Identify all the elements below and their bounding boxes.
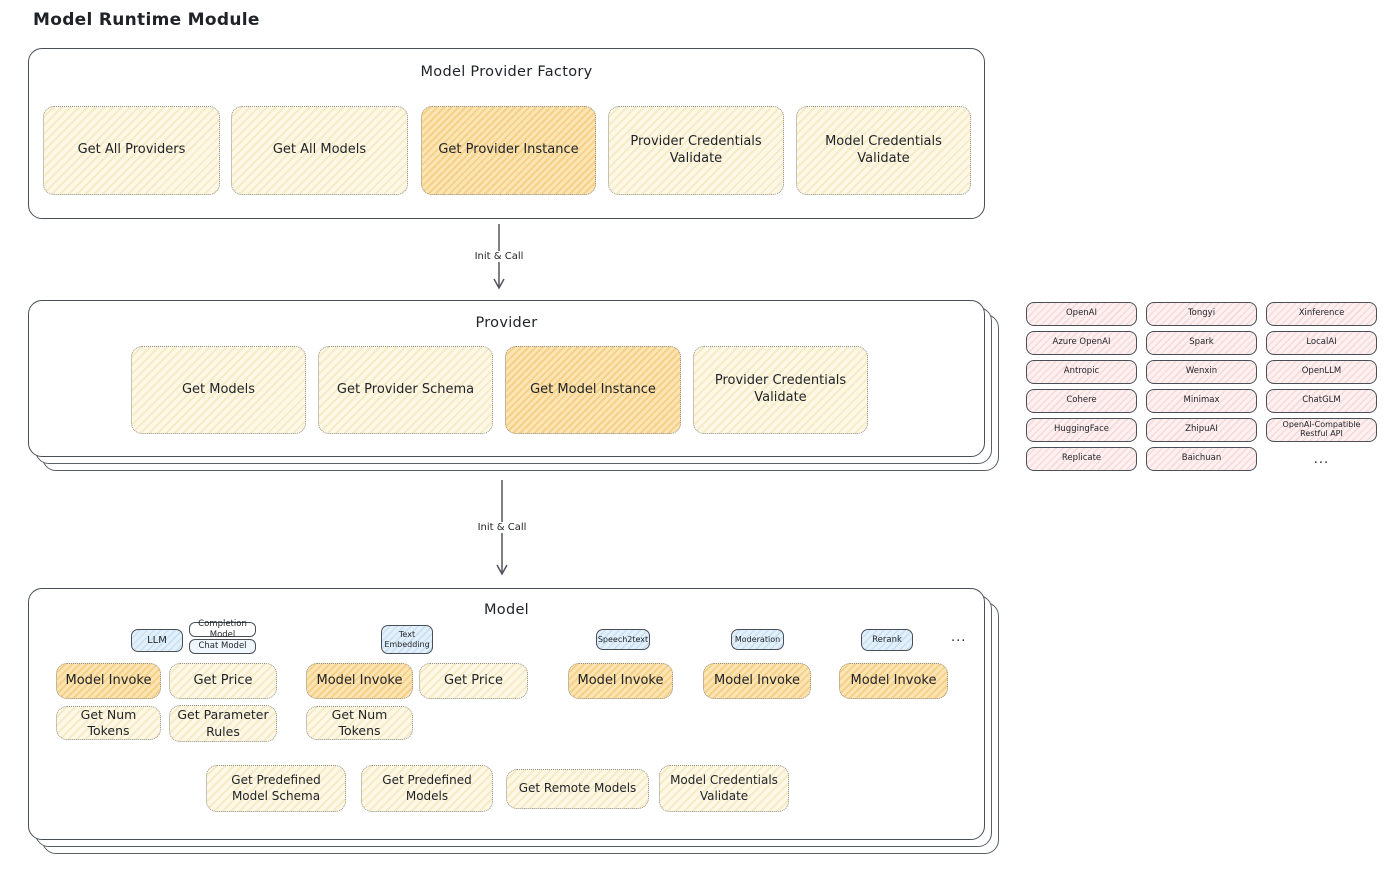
text-embedding-get-price-box: Get Price xyxy=(419,663,528,699)
rerank-model-invoke-box: Model Invoke xyxy=(839,663,948,699)
factory-box-get-all-providers: Get All Providers xyxy=(43,106,220,195)
provider-chip-zhipuai: ZhipuAI xyxy=(1146,418,1257,442)
provider-title: Provider xyxy=(475,315,538,331)
get-remote-models-box: Get Remote Models xyxy=(506,769,649,809)
model-credentials-validate-box: Model Credentials Validate xyxy=(659,765,789,812)
provider-chip-huggingface: HuggingFace xyxy=(1026,418,1137,442)
provider-chip-localai: LocalAI xyxy=(1266,331,1377,355)
provider-chip-cohere: Cohere xyxy=(1026,389,1137,413)
factory-container: Model Provider Factory Get All Providers… xyxy=(28,48,985,219)
factory-box-provider-credentials-validate: Provider Credentials Validate xyxy=(608,106,784,195)
provider-chip-openai: OpenAI xyxy=(1026,302,1137,326)
factory-box-model-credentials-validate: Model Credentials Validate xyxy=(796,106,971,195)
tab-moderation: Moderation xyxy=(731,629,784,650)
factory-title: Model Provider Factory xyxy=(420,64,593,80)
text-embedding-get-num-tokens-box: Get Num Tokens xyxy=(306,706,413,740)
provider-box-get-models: Get Models xyxy=(131,346,306,434)
page-title: Model Runtime Module xyxy=(33,10,260,30)
provider-box-get-model-instance: Get Model Instance xyxy=(505,346,681,434)
tab-rerank: Rerank xyxy=(861,629,913,651)
arrow2-label: Init & Call xyxy=(473,522,531,533)
provider-chip-antropic: Antropic xyxy=(1026,360,1137,384)
model-container: Model LLM Completion Model Chat Model Te… xyxy=(28,588,985,840)
provider-box-provider-credentials-validate: Provider Credentials Validate xyxy=(693,346,868,434)
llm-get-num-tokens-box: Get Num Tokens xyxy=(56,706,161,740)
factory-box-get-provider-instance: Get Provider Instance xyxy=(421,106,596,195)
provider-chip-azure-openai: Azure OpenAI xyxy=(1026,331,1137,355)
provider-chip-tongyi: Tongyi xyxy=(1146,302,1257,326)
llm-get-parameter-rules-box: Get Parameter Rules xyxy=(169,705,277,742)
factory-box-get-all-models: Get All Models xyxy=(231,106,408,195)
tab-chat-model: Chat Model xyxy=(189,639,256,654)
provider-chip-spark: Spark xyxy=(1146,331,1257,355)
provider-chip-openai-compatible: OpenAI-Compatible Restful API xyxy=(1266,418,1377,442)
provider-chips-ellipsis: ... xyxy=(1313,451,1330,467)
llm-get-price-box: Get Price xyxy=(169,663,277,699)
provider-box-get-provider-schema: Get Provider Schema xyxy=(318,346,493,434)
model-title: Model xyxy=(483,602,530,618)
tab-speech2text: Speech2text xyxy=(596,629,650,650)
arrow-factory-to-provider xyxy=(491,224,507,300)
moderation-model-invoke-box: Model Invoke xyxy=(703,663,811,699)
provider-chip-replicate: Replicate xyxy=(1026,447,1137,471)
provider-chip-wenxin: Wenxin xyxy=(1146,360,1257,384)
tab-llm: LLM xyxy=(131,629,183,652)
text-embedding-model-invoke-box: Model Invoke xyxy=(306,663,413,699)
tabs-ellipsis: ... xyxy=(951,630,967,645)
speech2text-model-invoke-box: Model Invoke xyxy=(568,663,673,699)
provider-chip-xinference: Xinference xyxy=(1266,302,1377,326)
provider-chip-chatglm: ChatGLM xyxy=(1266,389,1377,413)
get-predefined-models-box: Get Predefined Models xyxy=(361,765,493,812)
provider-chip-minimax: Minimax xyxy=(1146,389,1257,413)
get-predefined-model-schema-box: Get Predefined Model Schema xyxy=(206,765,346,812)
tab-completion-model: Completion Model xyxy=(189,619,256,640)
provider-chips-grid: OpenAI Tongyi Xinference Azure OpenAI Sp… xyxy=(1026,302,1377,471)
tab-text-embedding: Text Embedding xyxy=(381,625,433,654)
arrow-provider-to-model xyxy=(494,480,510,586)
provider-chip-baichuan: Baichuan xyxy=(1146,447,1257,471)
llm-model-invoke-box: Model Invoke xyxy=(56,663,161,699)
provider-chip-openllm: OpenLLM xyxy=(1266,360,1377,384)
arrow1-label: Init & Call xyxy=(470,251,528,262)
provider-container: Provider Get Models Get Provider Schema … xyxy=(28,300,985,457)
